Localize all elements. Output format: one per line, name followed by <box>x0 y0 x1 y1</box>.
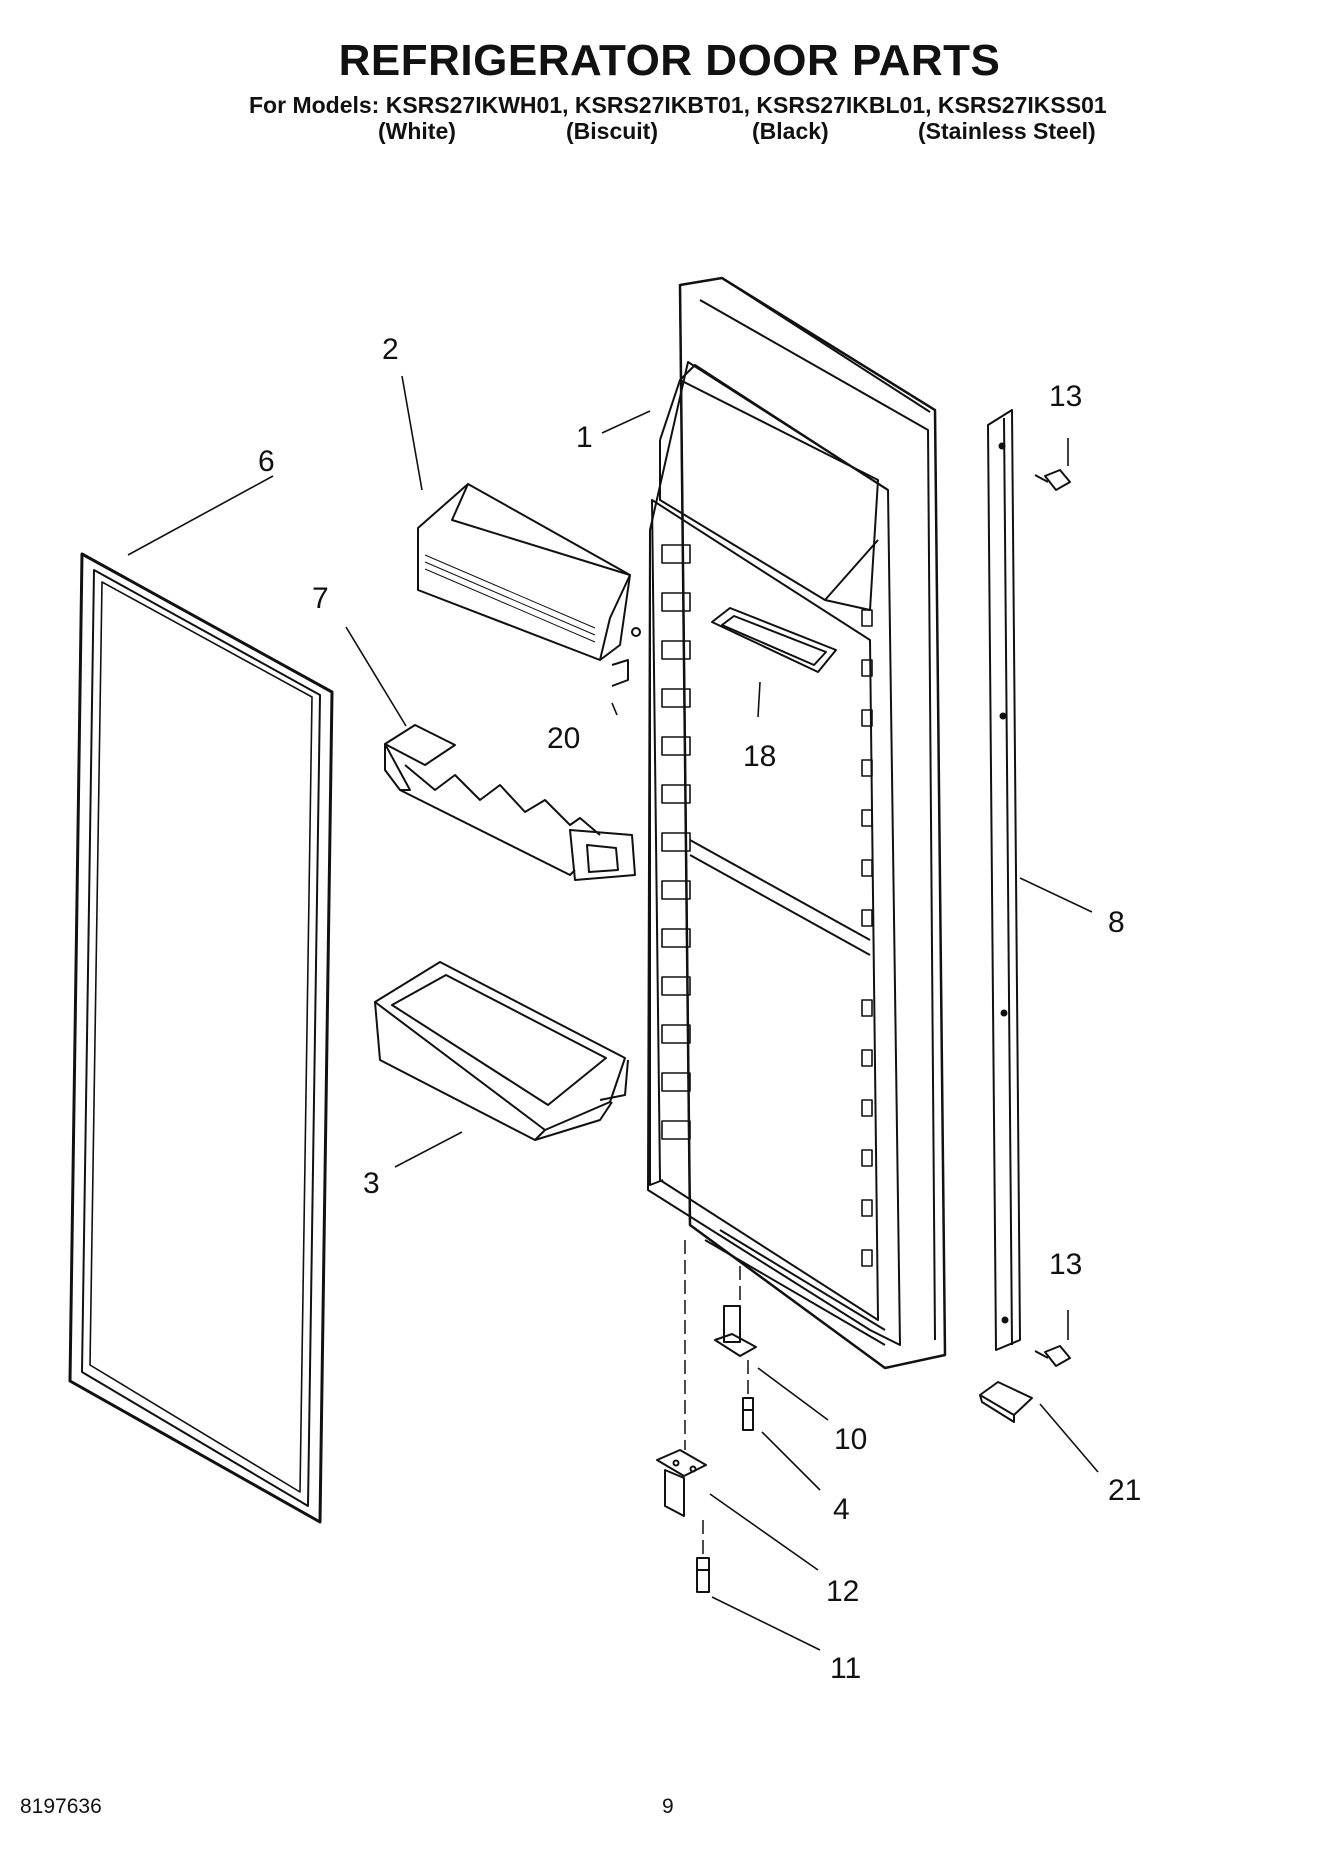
callout-3: 3 <box>363 1167 380 1200</box>
callout-13-bottom: 13 <box>1049 1248 1083 1281</box>
callout-1: 1 <box>576 421 593 454</box>
part-4-screw <box>742 1397 754 1431</box>
page-number: 9 <box>662 1795 674 1818</box>
callout-18: 18 <box>743 740 777 773</box>
part-18-small-tray <box>711 607 837 673</box>
callout-12: 12 <box>826 1575 860 1608</box>
color-stainless-steel: (Stainless Steel) <box>918 118 1096 144</box>
part-21-hinge-cover <box>979 1381 1033 1423</box>
callout-6: 6 <box>258 445 275 478</box>
part-12-hinge-bracket <box>656 1449 707 1517</box>
callout-10: 10 <box>834 1423 868 1456</box>
callout-21: 21 <box>1108 1474 1142 1507</box>
part-7-egg-bin <box>384 724 636 881</box>
part-1-door-liner <box>647 276 947 1370</box>
part-2-dairy-door <box>417 483 641 687</box>
part-3-door-bin <box>374 961 629 1141</box>
part-10-hinge-pin <box>714 1305 757 1357</box>
callout-20: 20 <box>547 722 581 755</box>
doc-number: 8197636 <box>20 1795 102 1818</box>
hinge-guide-lines <box>684 1240 749 1555</box>
callout-8: 8 <box>1108 906 1125 939</box>
page-title: REFRIGERATOR DOOR PARTS <box>338 36 1001 85</box>
callout-2: 2 <box>382 333 399 366</box>
models-line: For Models: KSRS27IKWH01, KSRS27IKBT01, … <box>249 92 1107 118</box>
color-biscuit: (Biscuit) <box>566 118 658 144</box>
callout-7: 7 <box>312 582 329 615</box>
callout-13-top: 13 <box>1049 380 1083 413</box>
callout-11: 11 <box>830 1652 862 1685</box>
part-13-screw-bottom <box>1034 1345 1071 1367</box>
part-6-door-gasket <box>68 552 334 1524</box>
part-13-screw-top <box>1034 469 1071 491</box>
part-8-door-trim <box>987 409 1021 1351</box>
part-11-screw <box>696 1557 710 1593</box>
color-black: (Black) <box>752 118 829 144</box>
callout-4: 4 <box>833 1493 850 1526</box>
color-white: (White) <box>378 118 456 144</box>
liner-shelf-stubs <box>661 544 873 1267</box>
leader-arrows <box>127 375 1099 1651</box>
